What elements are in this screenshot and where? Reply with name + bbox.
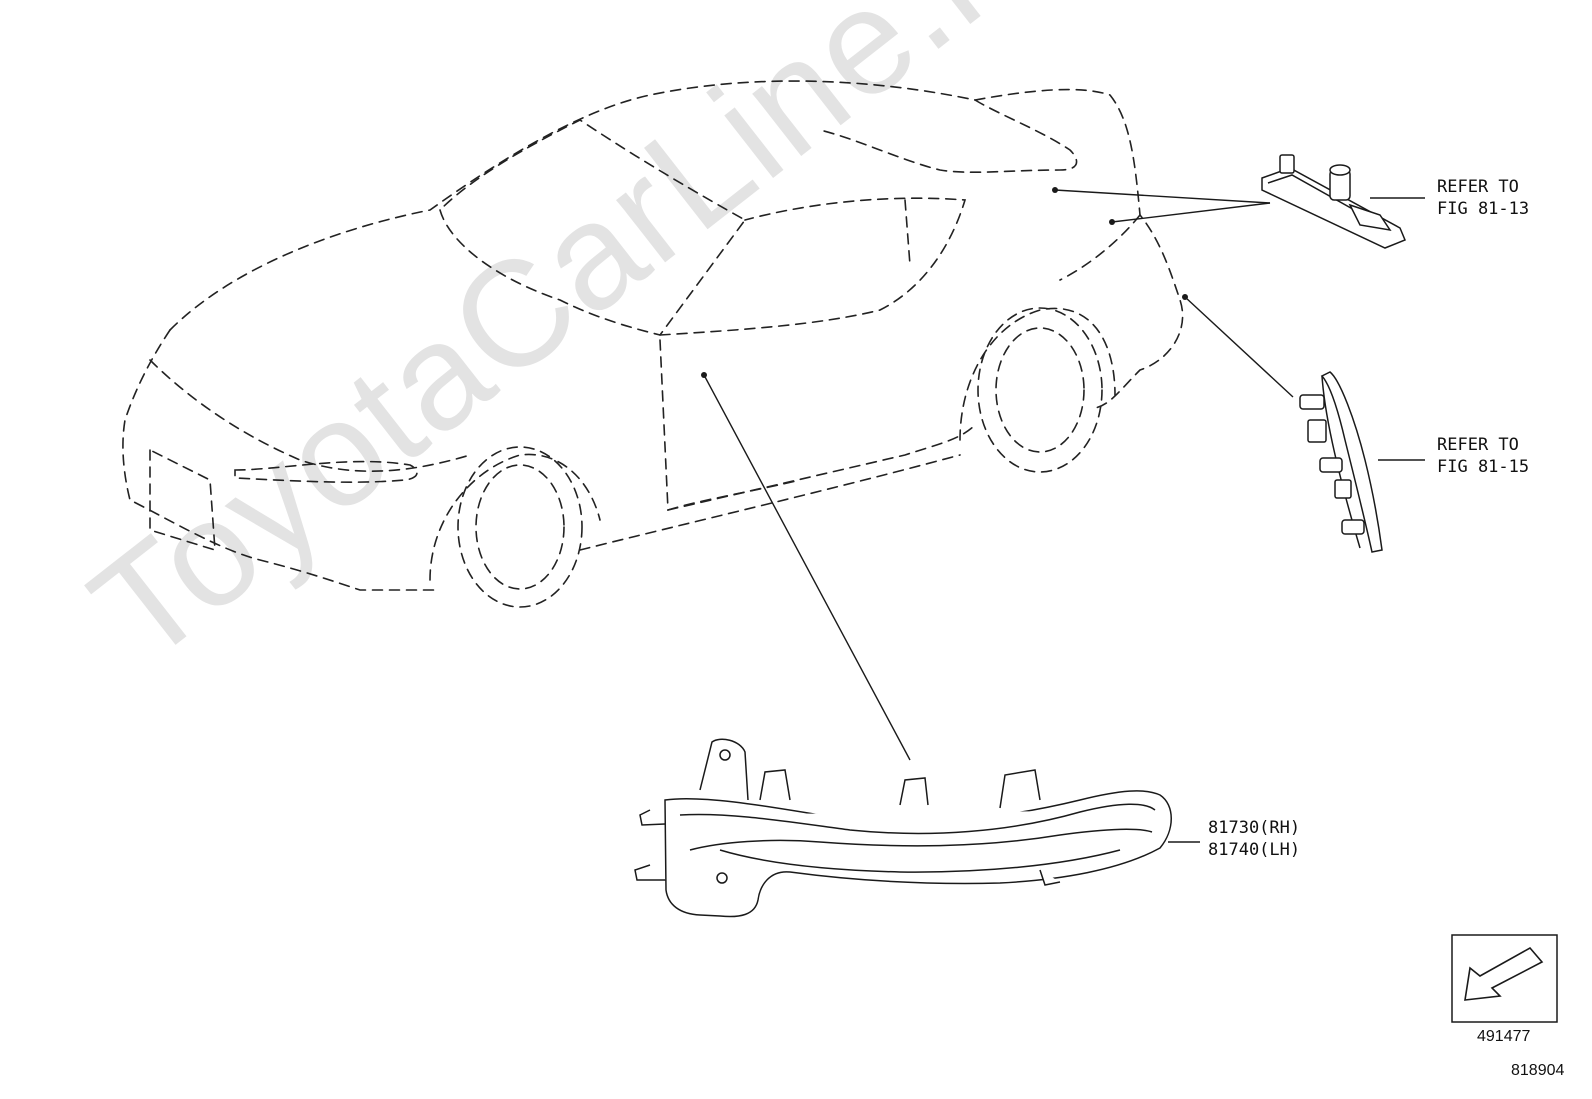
- leader-lines: [703, 189, 1425, 843]
- side-lamp-part: [1299, 371, 1383, 553]
- rear-lamp-callout-line2: FIG 81-13: [1437, 199, 1530, 219]
- symbol-code: 491477: [1477, 1028, 1531, 1045]
- mirror-lamp-part-number-lh: 81740(LH): [1208, 840, 1301, 860]
- mirror-lamp-part-number-rh: 81730(RH): [1208, 818, 1301, 838]
- rear-lamp-part: [1261, 154, 1406, 249]
- car-outline: [122, 80, 1184, 608]
- leader-dots: [701, 187, 1188, 378]
- side-lamp-callout-line1: REFER TO: [1437, 435, 1519, 455]
- rear-lamp-callout-line1: REFER TO: [1437, 177, 1519, 197]
- side-lamp-callout-line2: FIG 81-15: [1437, 457, 1530, 477]
- direction-symbol: [1451, 934, 1558, 1023]
- mirror-lamp-part: [634, 738, 1172, 918]
- illustration-code: 818904: [1511, 1062, 1565, 1079]
